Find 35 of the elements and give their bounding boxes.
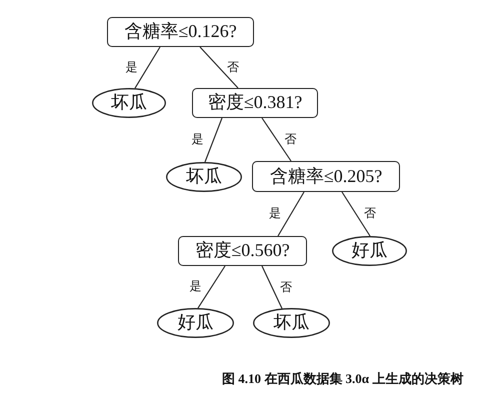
leaf-ellipse bbox=[332, 236, 407, 266]
edge-label: 是 bbox=[124, 61, 138, 74]
edge-label: 否 bbox=[363, 207, 377, 221]
figure-caption: 图 4.10 在西瓜数据集 3.0α 上生成的决策树 bbox=[222, 370, 464, 388]
node-label: 好瓜 bbox=[178, 313, 214, 333]
leaf-ellipse bbox=[157, 308, 234, 338]
edge-label: 否 bbox=[226, 60, 240, 74]
branch-line bbox=[200, 46, 238, 88]
decision-box bbox=[178, 236, 307, 266]
edge-label: 是 bbox=[188, 280, 202, 294]
decision-box bbox=[192, 88, 318, 118]
edge-label: 是 bbox=[268, 207, 282, 221]
branch-line bbox=[134, 46, 160, 88]
branch-line bbox=[262, 118, 292, 162]
leaf-ellipse bbox=[92, 88, 166, 118]
decision-box bbox=[107, 17, 254, 47]
branch-line bbox=[342, 192, 370, 236]
branch-line bbox=[204, 118, 223, 162]
branch-line bbox=[198, 266, 226, 308]
edge-label: 否 bbox=[284, 132, 298, 146]
node-label: 含糖率≤0.205? bbox=[270, 166, 382, 186]
branch-line bbox=[262, 266, 282, 309]
edge-label: 是 bbox=[190, 133, 204, 147]
decision-box bbox=[252, 161, 400, 192]
node-label: 密度≤0.381? bbox=[208, 93, 302, 113]
node-label: 含糖率≤0.126? bbox=[124, 22, 237, 42]
leaf-ellipse bbox=[253, 308, 330, 338]
branch-line bbox=[278, 192, 304, 236]
node-label: 坏瓜 bbox=[111, 93, 147, 113]
leaf-ellipse bbox=[166, 162, 242, 192]
node-label: 好瓜 bbox=[352, 241, 388, 261]
node-label: 坏瓜 bbox=[186, 167, 222, 187]
edge-label: 否 bbox=[279, 280, 293, 294]
node-label: 坏瓜 bbox=[274, 313, 310, 333]
node-label: 密度≤0.560? bbox=[195, 241, 290, 261]
